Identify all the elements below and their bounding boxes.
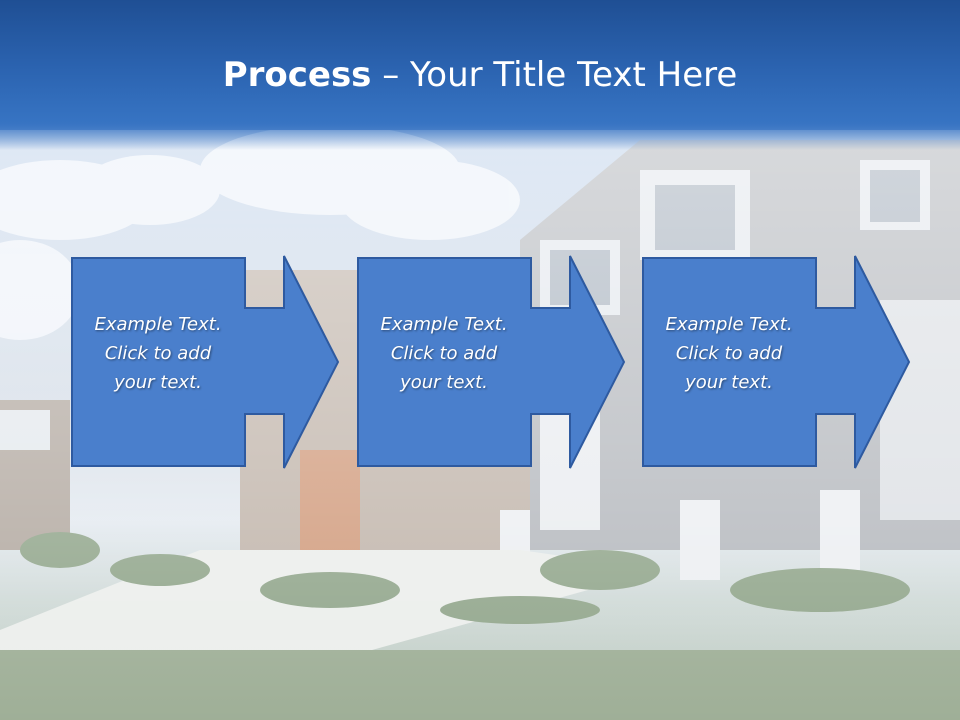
title-bold: Process	[222, 55, 372, 95]
step-text-1[interactable]: Example Text. Click to add your text.	[94, 314, 222, 393]
step-text-2[interactable]: Example Text. Click to add your text.	[380, 314, 508, 393]
slide-title[interactable]: Process – Your Title Text Here	[0, 52, 960, 98]
title-bar	[0, 0, 960, 150]
process-step-2[interactable]: Example Text. Click to add your text.	[356, 255, 626, 469]
step-arrow-shape-1	[71, 255, 340, 469]
process-step-3[interactable]: Example Text. Click to add your text.	[641, 255, 911, 469]
step-arrow-shape-3	[642, 255, 911, 469]
step-arrow-shape-2	[357, 255, 626, 469]
process-step-1[interactable]: Example Text. Click to add your text.	[70, 255, 340, 469]
title-rest: – Your Title Text Here	[371, 55, 738, 95]
step-text-3[interactable]: Example Text. Click to add your text.	[665, 314, 793, 393]
